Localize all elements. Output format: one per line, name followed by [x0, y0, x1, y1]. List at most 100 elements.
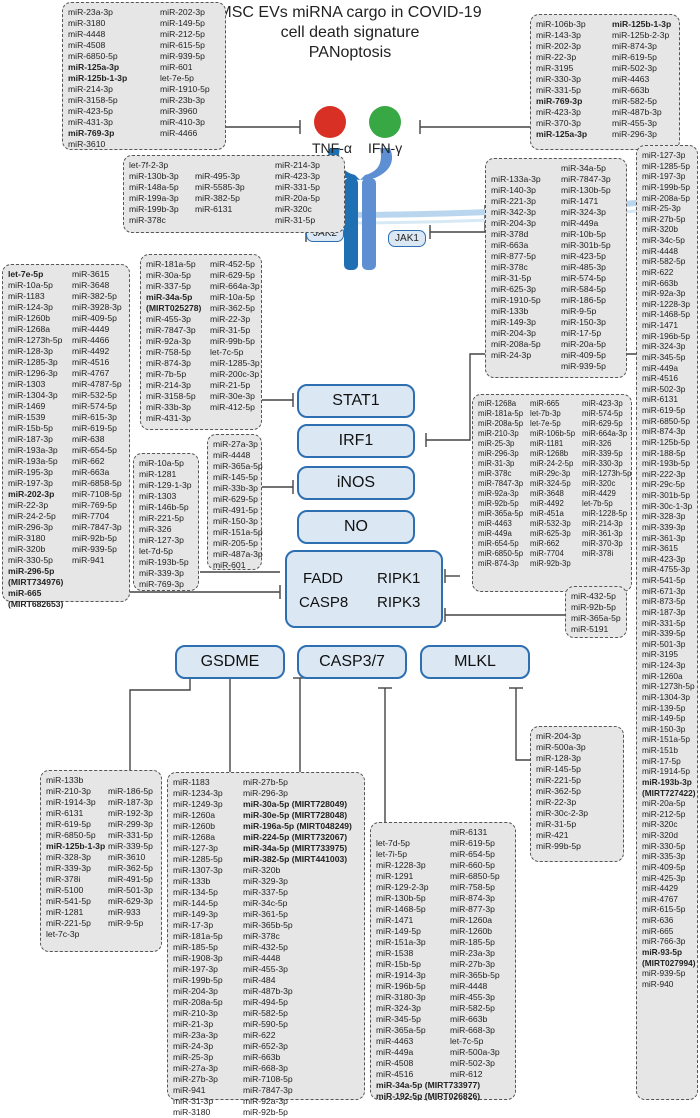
mirna-item: miR-1228-3p [642, 298, 690, 309]
death-complex-node: FADD RIPK1 CASP8 RIPK3 [285, 550, 443, 628]
mirna-item: miR-23a-3p [450, 948, 495, 958]
mirna-item: miR-7847-3p [72, 522, 122, 532]
mirna-item: miR-320c [582, 478, 616, 488]
mirna-item: miR-34a-5p [146, 292, 193, 302]
mirna-item: miR-365a-5p [376, 1025, 426, 1035]
mirna-item: miR-337-5p [146, 281, 191, 291]
mirna-item: miR-339-5p [582, 448, 623, 458]
mirna-item: miR-941 [173, 1085, 206, 1095]
mirna-item: miR-22-3p [210, 314, 251, 324]
mirna-item: miR-193a-3p [8, 445, 58, 455]
mirna-item: miR-22-3p [8, 500, 49, 510]
mirna-item: miR-345-5p [642, 351, 686, 362]
mirna-item: miR-7108-5p [72, 489, 122, 499]
mirna-item: (MIRT025278) [146, 303, 202, 313]
mirna-item: miR-873-5p [642, 596, 686, 607]
mirna-item: miR-23a-3p [68, 7, 113, 17]
mirna-item: miR-6850-5p [642, 415, 690, 426]
inos-node: iNOS [297, 466, 415, 500]
mirna-item: miR-92a-3p [243, 1096, 288, 1106]
mirna-item: miR-6850-5p [450, 871, 500, 881]
mirna-item: miR-622 [642, 266, 674, 277]
mirna-item: miR-5100 [46, 885, 84, 895]
mirna-item: miR-3158-5p [146, 391, 196, 401]
mirna-item: miR-320c [642, 819, 678, 830]
mirna-item: miR-501-3p [108, 885, 153, 895]
mirna-item: miR-663b [612, 85, 650, 95]
mirna-item: miR-409-5p [642, 861, 686, 872]
mirna-item: miR-449a [376, 1047, 414, 1057]
mirna-item: miR-301b-5p [561, 240, 611, 250]
mirna-item: miR-222-3p [642, 468, 686, 479]
mirna-item: let-7f-2-3p [129, 160, 169, 170]
mirna-item: miR-615-3p [72, 412, 117, 422]
mirna-item: miR-5191 [571, 624, 609, 634]
mirna-item: miR-4448 [450, 981, 488, 991]
mirna-item: miR-199b-5p [642, 181, 690, 192]
mirna-item: miR-150-3p [642, 723, 686, 734]
mirna-item: miR-933 [108, 907, 141, 917]
mirna-item: miR-208a-5p [173, 997, 223, 1007]
mirna-item: miR-27b-3p [450, 959, 495, 969]
mirna-item: miR-361-3p [642, 532, 686, 543]
mirna-item: miR-663b [243, 1052, 281, 1062]
mirna-item: miR-3180 [173, 1107, 211, 1117]
mirna-item: miR-3610 [108, 852, 146, 862]
mirna-item: miR-939-5p [160, 51, 205, 61]
mirna-item: miR-590-5p [243, 1019, 288, 1029]
mirna-item: miR-1468-5p [376, 904, 426, 914]
mirna-item: miR-502-3p [450, 1058, 495, 1068]
mirna-item: miR-664a-3p [582, 428, 628, 438]
mirna-item: miR-148a-5p [129, 182, 179, 192]
mirna-item: miR-331-5p [536, 85, 581, 95]
mirna-item: miR-202-3p [160, 7, 205, 17]
mirna-item: miR-4466 [72, 335, 110, 345]
mirna-item: miR-874-3p [146, 358, 191, 368]
mirna-item: miR-1285-3p [210, 358, 260, 368]
mirna-item: miR-4516 [72, 357, 110, 367]
mirna-item: miR-541-5p [642, 575, 686, 585]
mirna-item: miR-625-3p [530, 528, 571, 538]
mirna-item: miR-7847-3p [478, 478, 524, 488]
mirna-item: (MIRT027994) [642, 957, 696, 968]
mirna-item: miR-665 [8, 588, 42, 598]
mirna-item: miR-150-3p [213, 516, 258, 526]
mirna-item: miR-195-3p [8, 467, 53, 477]
mirna-item: miR-5585-3p [195, 182, 245, 192]
mirna-item: miR-212-5p [160, 29, 205, 39]
mirna-item: miR-202-3p [536, 41, 581, 51]
mirna-item: miR-1914-5p [642, 766, 690, 777]
mirna-item: miR-20a-5p [642, 798, 686, 809]
ifn-icon [369, 106, 401, 138]
mirna-item: let-7c-3p [46, 929, 80, 939]
mirna-item: miR-3158-5p [68, 95, 118, 105]
mirna-item: miR-204-3p [536, 731, 581, 741]
mirna-item: miR-130b-5p [561, 185, 611, 195]
mirna-item: miR-181a-5p [173, 931, 223, 941]
mirna-item: miR-30e-3p [210, 391, 255, 401]
mirna-item: miR-200c-3p [210, 369, 260, 379]
mirna-item: miR-484 [243, 975, 276, 985]
mirna-item: miR-582-5p [450, 1003, 495, 1013]
mirna-item: miR-1291 [376, 871, 414, 881]
mirna-item: miR-652-3p [243, 1041, 288, 1051]
mirna-item: miR-365b-5p [243, 920, 293, 930]
mirna-item: miR-30a-5p (MIRT728049) [243, 799, 348, 809]
mirna-item: miR-24-2-5p [8, 511, 56, 521]
gsdme-inhibit-line [129, 678, 191, 770]
mirna-item: miR-328-3p [46, 852, 91, 862]
mirna-item: miR-1304-3p [642, 691, 690, 702]
mirna-item: (MIRT682653) [8, 599, 64, 609]
mirna-item: miR-619-5p [450, 838, 495, 848]
mirna-item: miR-151a-5p [642, 734, 690, 745]
mirna-item: miR-423-3p [536, 107, 581, 117]
mirna-item: miR-204-3p [491, 218, 536, 228]
mirna-item: miR-409-5p [561, 350, 606, 360]
mirna-item: miR-619-5p [46, 819, 91, 829]
mirna-item: miR-612 [450, 1069, 483, 1079]
